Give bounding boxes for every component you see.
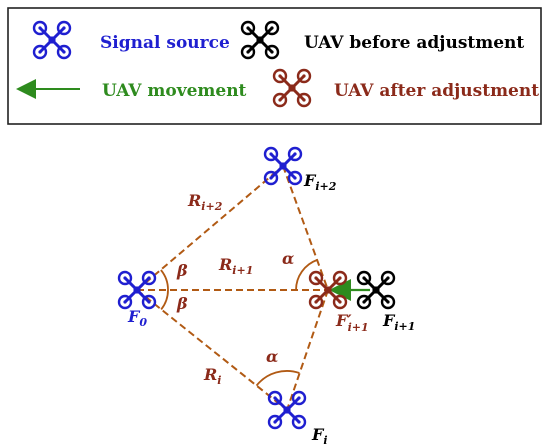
arc-beta-top	[160, 269, 169, 291]
label-fi2: Fi+2	[303, 171, 337, 193]
signal-source-fi2-icon	[263, 146, 303, 186]
label-fi1-prime: F′i+1	[335, 311, 369, 334]
legend: Signal source UAV before adjustment UAV …	[7, 7, 542, 125]
arc-beta-bottom	[160, 289, 169, 310]
legend-uav-after-label: UAV after adjustment	[334, 81, 539, 101]
geometry-lines	[136, 165, 329, 411]
arc-alpha-bottom	[255, 370, 300, 387]
label-f0: F0	[127, 307, 147, 329]
line-f0-fi2	[136, 165, 284, 291]
angle-arcs	[160, 259, 318, 387]
line-fi1p-fi	[286, 289, 329, 411]
arc-alpha-top	[295, 259, 318, 291]
label-r-i2: Ri+2	[187, 191, 223, 213]
label-r-i: Ri	[203, 365, 221, 387]
legend-signal-source-label: Signal source	[100, 33, 230, 53]
legend-frame	[7, 7, 542, 125]
signal-source-fi-icon	[267, 390, 307, 430]
label-alpha-bottom: α	[266, 347, 278, 366]
label-fi1: Fi+1	[382, 311, 415, 333]
label-r-i1: Ri+1	[218, 255, 253, 277]
label-beta-top: β	[176, 261, 188, 280]
label-fi: Fi	[311, 425, 328, 447]
line-f0-fi	[136, 289, 288, 411]
legend-uav-before-label: UAV before adjustment	[304, 33, 524, 53]
label-beta-bottom: β	[176, 294, 188, 313]
legend-uav-movement-label: UAV movement	[102, 81, 247, 101]
label-alpha-top: α	[282, 249, 294, 268]
